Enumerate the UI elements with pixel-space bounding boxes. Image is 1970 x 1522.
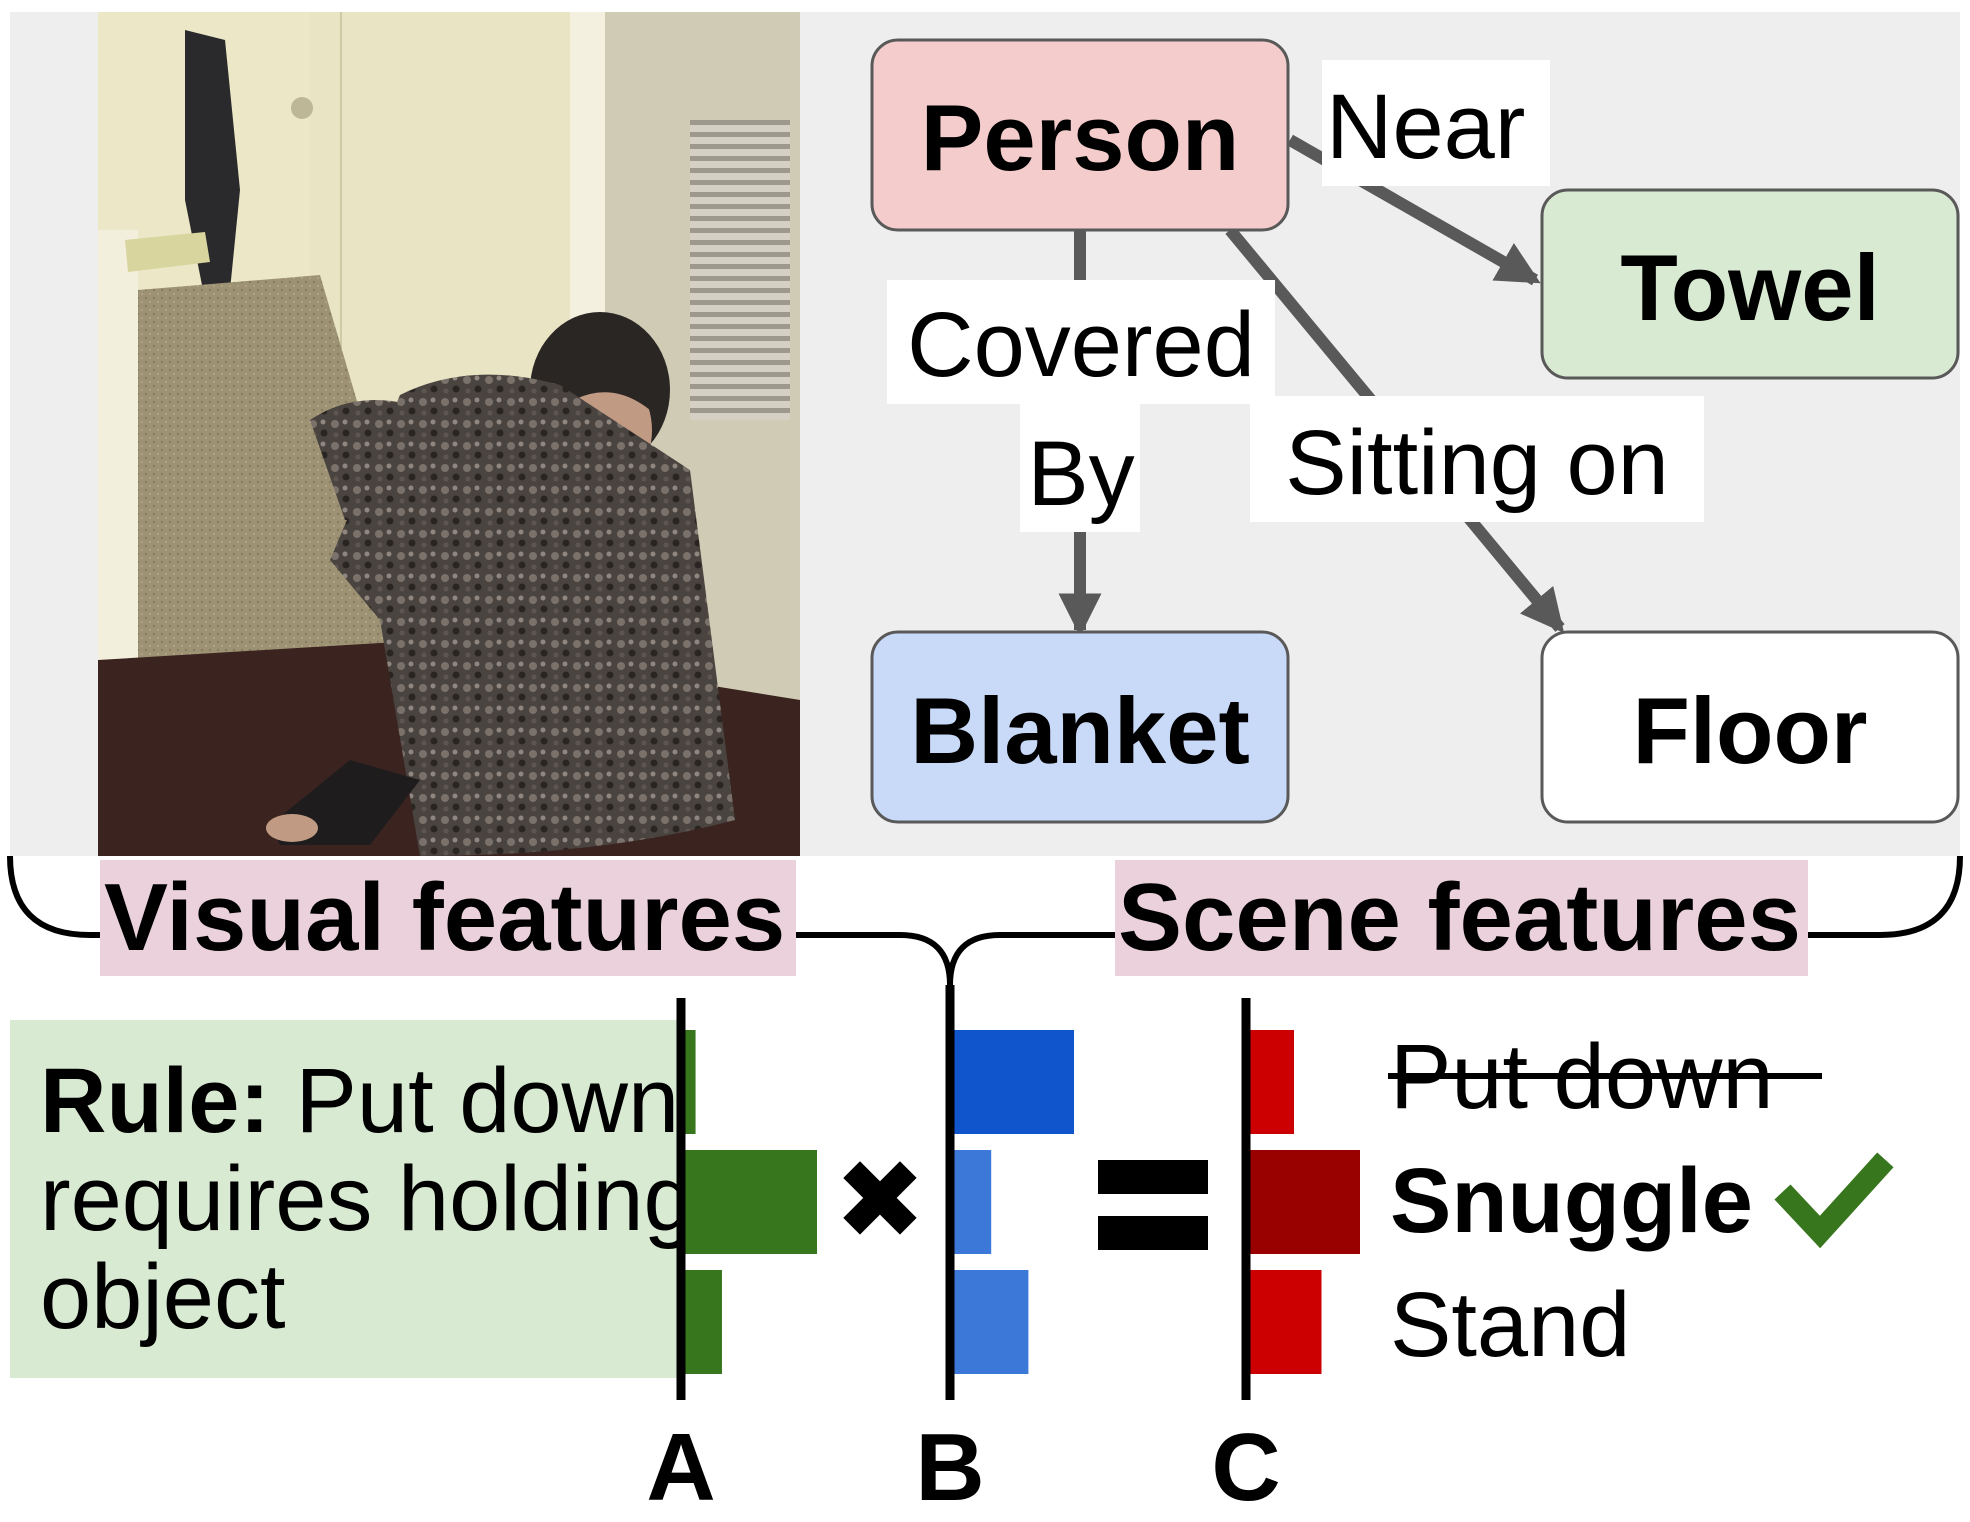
node-person: Person (870, 38, 1290, 232)
bar-b-stand (954, 1270, 1029, 1374)
axis-label-a: A (646, 1414, 715, 1521)
action-label-snuggle: Snuggle (1390, 1150, 1753, 1252)
axis-label-c: C (1211, 1414, 1280, 1521)
rule-box: Rule: Put down requires holding object (10, 1020, 695, 1378)
bar-c-put-down (1250, 1030, 1294, 1134)
edge-labels: Near Covered By Sitting on (887, 60, 1704, 532)
rule-label: Rule: (40, 1050, 270, 1152)
nodes: Person Towel Blanket Floor (870, 38, 1960, 824)
rule-text-1: Put down (270, 1050, 679, 1152)
bar-a-stand (685, 1270, 722, 1374)
multiply-icon: ✖ (834, 1139, 926, 1262)
equals-icon (1098, 1160, 1208, 1250)
feature-brace (7, 855, 1963, 1400)
edge-label-by: By (1027, 423, 1134, 525)
node-label-blanket: Blanket (910, 678, 1250, 783)
check-icon (1774, 1152, 1894, 1249)
bar-a-put-down (685, 1030, 696, 1134)
node-towel: Towel (1540, 188, 1960, 380)
edge-label-sitting-on: Sitting on (1285, 412, 1669, 514)
node-blanket: Blanket (870, 630, 1290, 824)
axis-label-b: B (915, 1414, 984, 1521)
node-label-person: Person (921, 85, 1240, 190)
bar-c-stand (1250, 1270, 1322, 1374)
rule-line-3: object (40, 1246, 286, 1348)
bar-b-snuggle (954, 1150, 992, 1254)
edge-label-covered: Covered (907, 294, 1255, 396)
bar-b-put-down (954, 1030, 1074, 1134)
rule-line-1: Rule: Put down (40, 1050, 679, 1152)
node-floor: Floor (1540, 630, 1960, 824)
photo-image (98, 12, 800, 856)
rule-line-2: requires holding (40, 1148, 695, 1250)
edge-label-near: Near (1326, 76, 1525, 178)
bar-a-snuggle (685, 1150, 817, 1254)
bar-c-snuggle (1250, 1150, 1360, 1254)
node-label-towel: Towel (1620, 235, 1879, 340)
action-label-stand: Stand (1390, 1274, 1630, 1376)
scene-features-label: Scene features (1118, 864, 1801, 971)
node-label-floor: Floor (1633, 678, 1868, 783)
visual-features-label: Visual features (104, 864, 785, 971)
bar-charts (685, 1030, 1360, 1374)
action-labels: Put down Snuggle Stand (1388, 1026, 1894, 1376)
feature-labels: Visual features Scene features (100, 860, 1808, 976)
